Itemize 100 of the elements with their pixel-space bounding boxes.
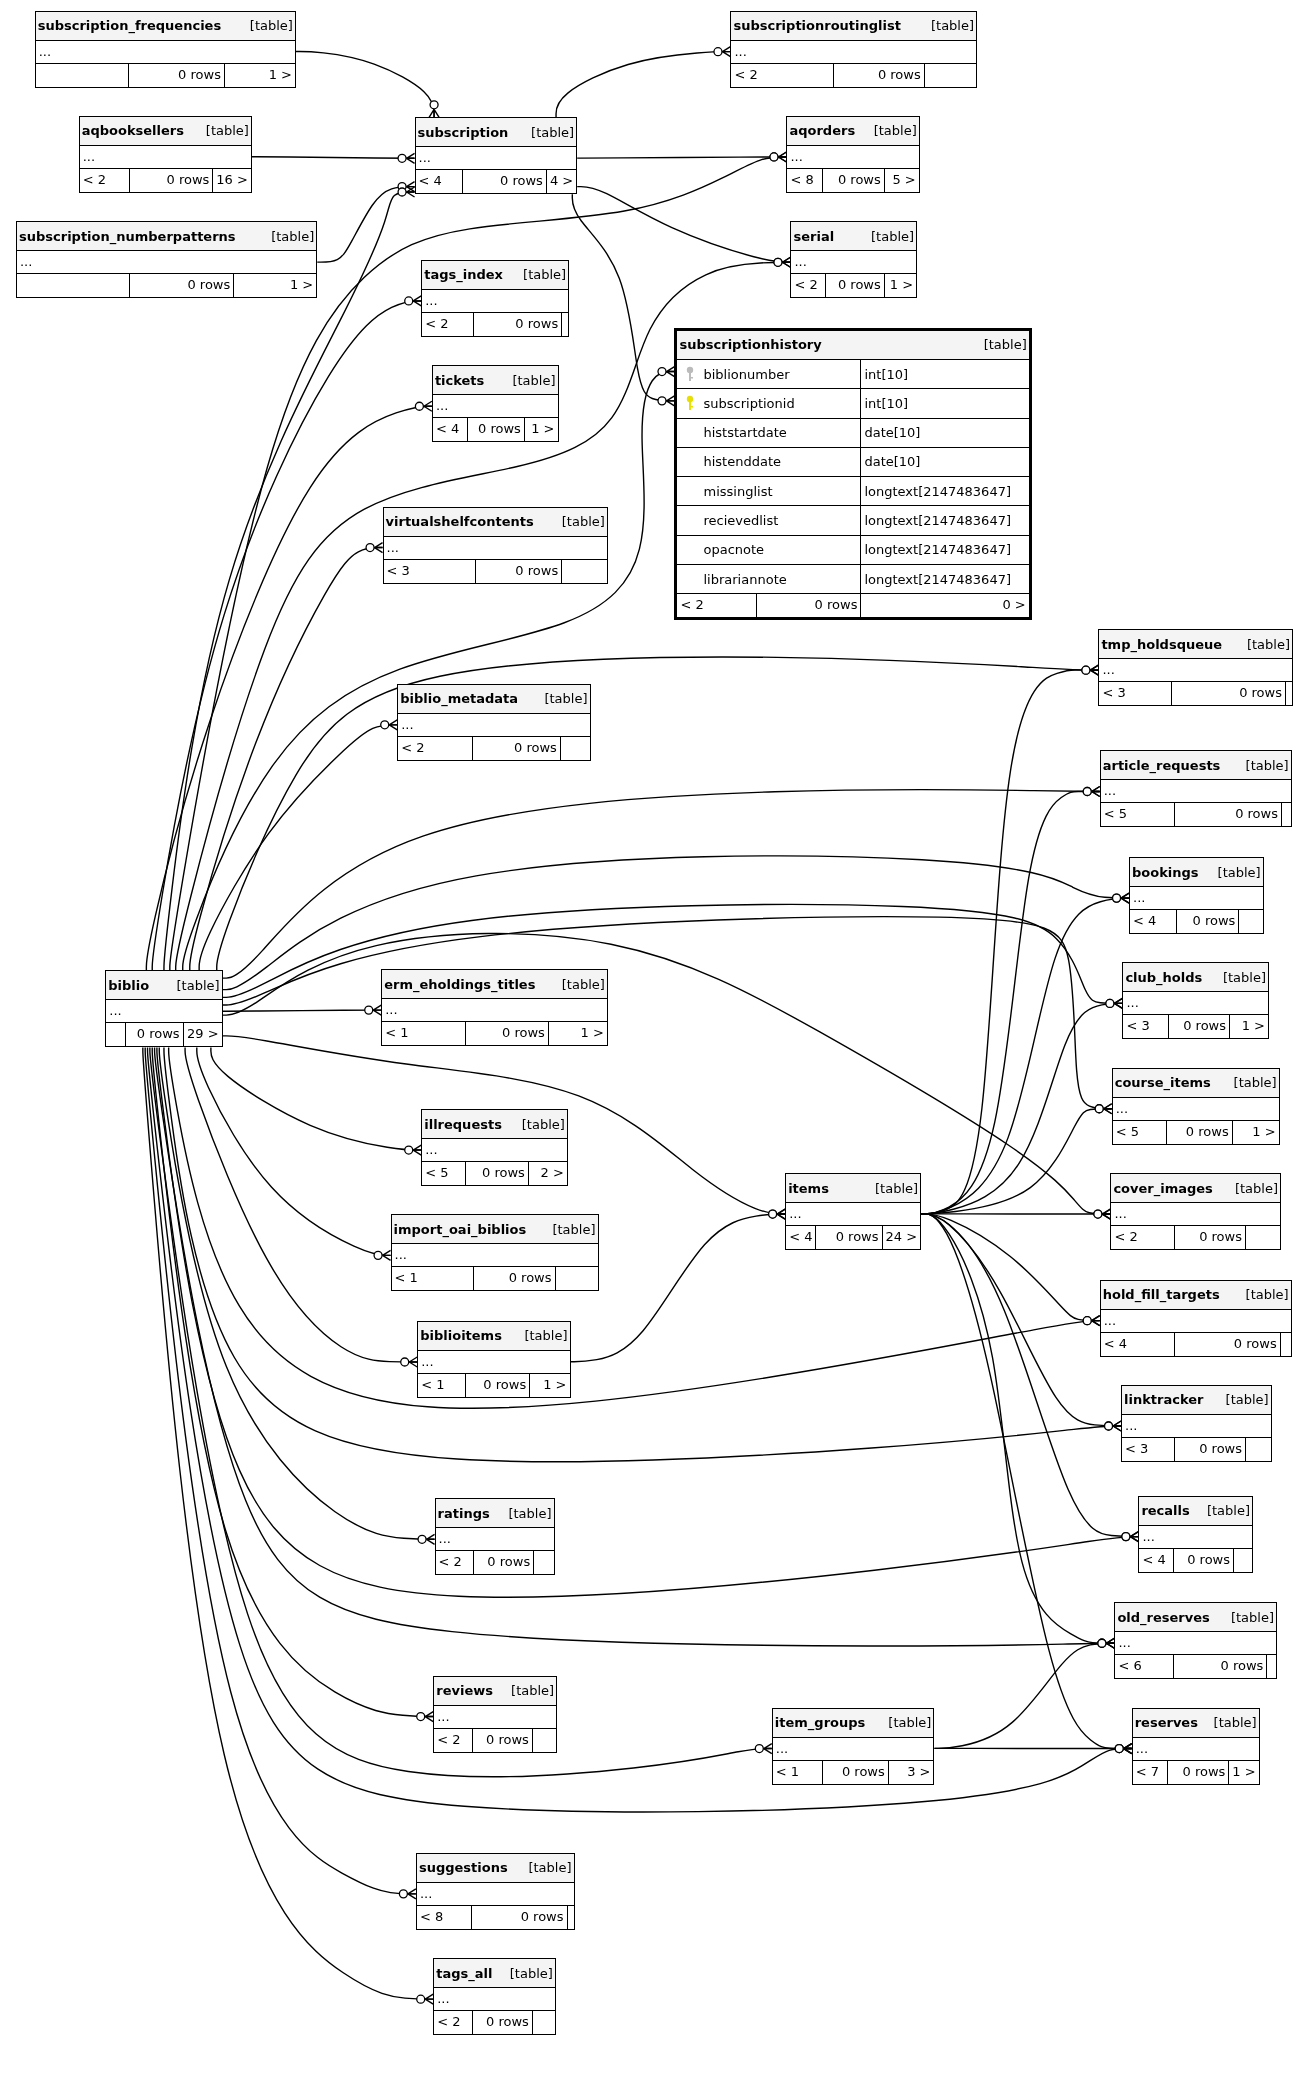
elided-columns-field: ...	[432, 395, 558, 419]
elided-columns-field: ...	[1100, 780, 1291, 804]
table-box	[433, 1675, 558, 1753]
table-box	[1099, 1279, 1292, 1357]
row-count: 0 rows	[486, 2014, 529, 2030]
table-name: linktracker	[1124, 1392, 1204, 1408]
elided-columns-field: ...	[415, 147, 577, 171]
table-name: tags_index	[424, 267, 503, 283]
table-box	[1114, 1602, 1277, 1680]
elided-columns-field: ...	[1099, 659, 1292, 683]
table-box	[1121, 1384, 1272, 1462]
elided-columns-field: ...	[787, 145, 919, 169]
table-box	[421, 1109, 568, 1187]
row-count: 0 rows	[1187, 1551, 1230, 1567]
parent-count: < 2	[437, 2014, 461, 2030]
table-name: subscriptionhistory	[679, 337, 822, 353]
parent-count: < 2	[794, 277, 818, 293]
table-box	[1099, 750, 1292, 828]
elided-columns-field: ...	[1123, 992, 1268, 1016]
table-name: course_items	[1114, 1075, 1211, 1091]
relationship-line	[151, 295, 422, 972]
table-type-label: [table]	[1217, 864, 1261, 880]
parent-count: < 4	[435, 421, 460, 437]
table-name: item_groups	[774, 1715, 866, 1731]
table-type-label: [table]	[544, 691, 588, 707]
relationship-line	[933, 1742, 1133, 1755]
table-type-label: [table]	[561, 514, 605, 530]
table-type-label: [table]	[1230, 1609, 1274, 1625]
row-count: 0 rows	[187, 277, 231, 293]
column-name: histstartdate	[703, 425, 787, 441]
table-name: reserves	[1134, 1715, 1198, 1731]
column-type: longtext[2147483647]	[864, 483, 1011, 499]
elided-columns-field: ...	[772, 1737, 934, 1761]
table-box	[771, 1707, 935, 1785]
child-count: 1 >	[1232, 1763, 1256, 1779]
table-type-label: [table]	[888, 1715, 932, 1731]
relationship-line	[149, 1046, 773, 1778]
elided-columns-field: ...	[731, 40, 977, 64]
parent-count: < 3	[1125, 1440, 1149, 1456]
table-box	[1129, 857, 1264, 935]
table-name: subscription_numberpatterns	[19, 228, 236, 244]
parent-count: < 2	[1114, 1229, 1138, 1245]
row-count: 0 rows	[520, 1908, 564, 1924]
table-name: old_reserves	[1117, 1609, 1210, 1625]
table-type-label: [table]	[528, 1860, 572, 1876]
table-type-label: [table]	[511, 1683, 555, 1699]
parent-count: < 5	[425, 1165, 449, 1181]
parent-count: < 2	[680, 597, 704, 613]
table-name: tmp_holdsqueue	[1101, 636, 1223, 652]
child-count: 4 >	[549, 173, 574, 189]
table-box	[382, 506, 608, 584]
column-type: int[10]	[864, 395, 909, 411]
table-box	[785, 1173, 922, 1251]
table-type-label: [table]	[1222, 969, 1266, 985]
column-name: biblionumber	[703, 366, 790, 382]
child-count: 1 >	[543, 1377, 567, 1392]
parent-count: < 6	[1118, 1658, 1142, 1674]
elided-columns-field: ...	[383, 536, 607, 560]
table-name: suggestions	[418, 1860, 508, 1876]
elided-columns-field: ...	[17, 251, 317, 275]
elided-columns-field: ...	[1112, 1097, 1279, 1121]
table-box	[390, 1214, 599, 1292]
table-type-label: [table]	[875, 1180, 919, 1196]
child-count: 16 >	[216, 171, 248, 187]
column-name: librariannote	[703, 571, 787, 587]
row-count: 0 rows	[514, 739, 557, 755]
table-name: subscription_frequencies	[37, 18, 222, 34]
table-type-label: [table]	[524, 1328, 568, 1344]
parent-count: < 2	[438, 1554, 462, 1570]
parent-count: < 4	[1133, 913, 1157, 929]
parent-count: < 3	[1126, 1018, 1150, 1034]
table-box	[674, 327, 1032, 620]
parent-count: < 1	[421, 1377, 445, 1392]
row-count: 0 rows	[1235, 806, 1278, 822]
elided-columns-field: ...	[422, 289, 569, 313]
table-box	[1098, 629, 1293, 707]
column-type: longtext[2147483647]	[864, 513, 1011, 529]
elided-columns-field: ...	[382, 999, 607, 1023]
table-name: serial	[793, 228, 835, 244]
table-name: aqbooksellers	[81, 123, 184, 139]
table-name: erm_eholdings_titles	[384, 976, 536, 992]
child-count: 5 >	[892, 171, 916, 187]
row-count: 0 rows	[502, 1025, 545, 1041]
table-type-label: [table]	[205, 123, 249, 139]
elided-columns-field: ...	[1100, 1309, 1291, 1333]
table-type-label: [table]	[531, 124, 575, 140]
elided-columns-field: ...	[1115, 1632, 1276, 1656]
table-box	[434, 1498, 555, 1576]
parent-count: < 2	[734, 66, 758, 82]
elided-columns-field: ...	[434, 1988, 555, 2012]
row-count: 0 rows	[1220, 1658, 1264, 1674]
parent-count: < 5	[1103, 806, 1127, 822]
elided-columns-field: ...	[422, 1139, 567, 1163]
parent-count: < 3	[1102, 685, 1126, 701]
child-count: 29 >	[187, 1026, 219, 1042]
parent-count: < 1	[394, 1270, 418, 1286]
table-box	[16, 221, 318, 299]
row-count: 0 rows	[178, 66, 221, 82]
column-type: longtext[2147483647]	[864, 542, 1011, 558]
relationship-line	[251, 152, 416, 164]
